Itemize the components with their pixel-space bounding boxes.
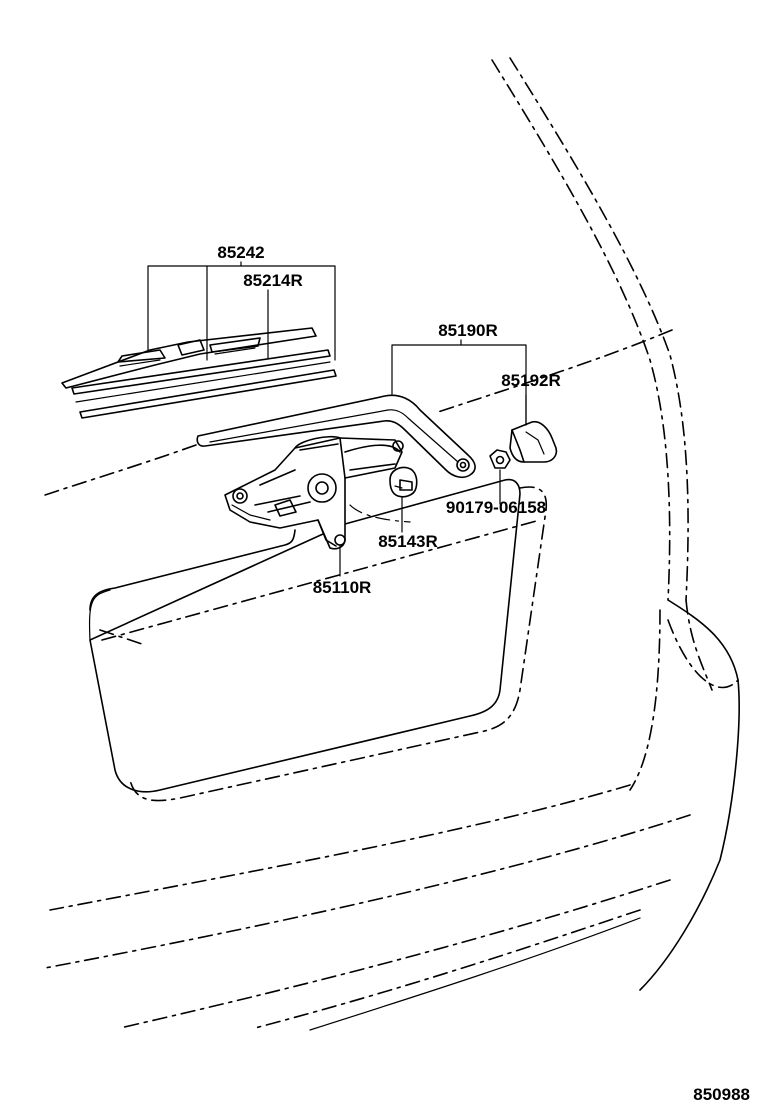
label-85143r: 85143R bbox=[378, 532, 438, 551]
label-90179-06158: 90179-06158 bbox=[446, 498, 546, 517]
label-85110r: 85110R bbox=[313, 578, 372, 597]
arm-head-cap bbox=[509, 420, 558, 463]
label-85192r: 85192R bbox=[501, 371, 561, 390]
back-door-glass-outline bbox=[88, 478, 548, 802]
wiper-blade-assembly bbox=[61, 327, 337, 419]
leader-lines bbox=[147, 261, 527, 577]
label-85242: 85242 bbox=[217, 243, 264, 262]
label-85190r: 85190R bbox=[438, 321, 498, 340]
diagram-number: 850988 bbox=[693, 1085, 750, 1104]
nut bbox=[489, 449, 511, 469]
vehicle-body-outline bbox=[44, 57, 740, 1031]
wiper-arm bbox=[196, 394, 476, 478]
pivot-cap bbox=[389, 466, 418, 498]
label-85214r: 85214R bbox=[243, 271, 303, 290]
wiper-motor bbox=[224, 435, 404, 550]
